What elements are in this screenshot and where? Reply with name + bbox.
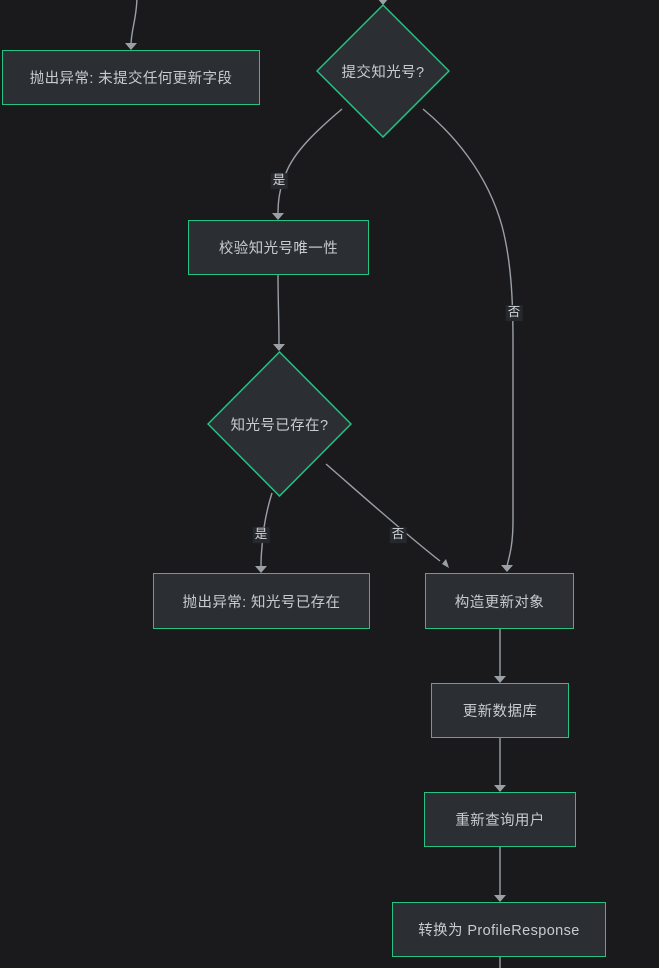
flowchart-edge-e-in-throw-no-fields (130, 0, 138, 46)
flowchart-edge-label-e-exists-no: 否 (389, 527, 407, 543)
flowchart-node-label: 抛出异常: 未提交任何更新字段 (29, 71, 233, 87)
flowchart-node-label: 更新数据库 (462, 704, 538, 720)
arrow-head-icon (125, 43, 137, 50)
flowchart-node-label: 提交知光号? (341, 64, 425, 81)
flowchart-node-label: 校验知光号唯一性 (218, 241, 339, 257)
flowchart-node-throw-exists[interactable]: 抛出异常: 知光号已存在 (153, 573, 370, 629)
flowchart-node-label: 重新查询用户 (455, 813, 545, 829)
flowchart-node-label: 转换为 ProfileResponse (418, 923, 580, 939)
flowchart-edge-label-e-submit-yes: 是 (270, 173, 288, 189)
arrow-head-icon (272, 213, 284, 220)
flowchart-node-label: 构造更新对象 (454, 594, 545, 611)
flowchart-edge-e-submit-no (422, 108, 514, 567)
arrow-head-icon (501, 565, 513, 572)
flowchart-node-throw-no-fields[interactable]: 抛出异常: 未提交任何更新字段 (2, 50, 260, 105)
arrow-head-icon (494, 785, 506, 792)
flowchart-node-label: 知光号已存在? (230, 417, 329, 434)
flowchart-edge-e-verify-to-exists (277, 274, 280, 346)
arrow-head-icon (494, 676, 506, 683)
flowchart-node-requery-user[interactable]: 重新查询用户 (424, 792, 576, 847)
arrow-head-icon (273, 344, 285, 351)
flowchart-node-update-db[interactable]: 更新数据库 (431, 683, 569, 738)
arrow-head-icon (442, 559, 449, 568)
flowchart-node-submit-zhiguang[interactable]: 提交知光号? (316, 4, 450, 138)
arrow-head-icon (255, 566, 267, 573)
flowchart-node-label: 抛出异常: 知光号已存在 (182, 594, 341, 611)
diamond-shape-icon (316, 4, 450, 138)
flowchart-node-build-update[interactable]: 构造更新对象 (425, 573, 574, 629)
flowchart-node-verify-unique[interactable]: 校验知光号唯一性 (188, 220, 369, 275)
flowchart-edge-label-e-exists-yes: 是 (252, 527, 270, 543)
flowchart-edge-label-e-submit-no: 否 (505, 305, 523, 321)
diamond-shape-icon (207, 351, 352, 497)
flowchart-node-to-profile[interactable]: 转换为 ProfileResponse (392, 902, 606, 957)
arrow-head-icon (494, 895, 506, 902)
flowchart-node-zhiguang-exists[interactable]: 知光号已存在? (207, 351, 352, 497)
